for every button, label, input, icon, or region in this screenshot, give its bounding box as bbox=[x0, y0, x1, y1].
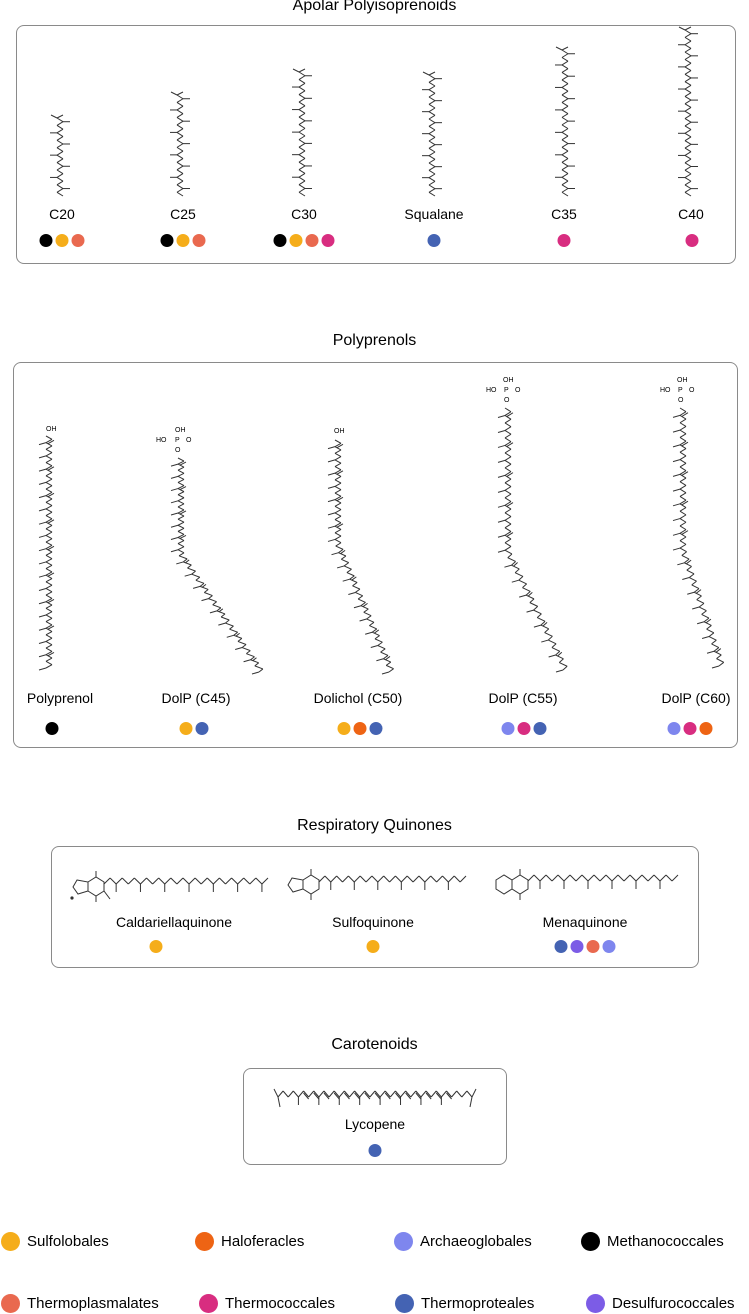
legend-label: Methanococcales bbox=[607, 1233, 724, 1250]
mol-label-sulfoquinone: Sulfoquinone bbox=[332, 914, 414, 930]
section-title-polyprenols: Polyprenols bbox=[332, 332, 417, 349]
species-dot-archaeoglobales bbox=[501, 722, 515, 735]
mol-label-lycopene: Lycopene bbox=[344, 1116, 406, 1132]
legend-item-haloferacles: Haloferacles bbox=[195, 1232, 304, 1251]
legend-item-sulfolobales: Sulfolobales bbox=[1, 1232, 109, 1251]
mol-label-caldariellaquinone: Caldariellaquinone bbox=[116, 914, 232, 930]
mol-label-c25: C25 bbox=[170, 206, 196, 222]
section-title-carotenoids: Carotenoids bbox=[331, 1036, 418, 1053]
species-dot-sulfolobales bbox=[176, 234, 190, 247]
species-dot-archaeoglobales bbox=[602, 940, 616, 953]
dots-c40 bbox=[685, 234, 699, 247]
legend-dot bbox=[394, 1232, 413, 1251]
mol-label-c40: C40 bbox=[678, 206, 704, 222]
mol-label-menaquinone: Menaquinone bbox=[542, 914, 628, 930]
legend-dot bbox=[586, 1294, 605, 1313]
dots-lycopene bbox=[368, 1144, 382, 1157]
mol-label-squalane: Squalane bbox=[404, 206, 464, 222]
legend-item-desulfurococcales: Desulfurococcales bbox=[586, 1294, 735, 1313]
species-dot-thermococcales bbox=[321, 234, 335, 247]
dots-c20 bbox=[39, 234, 85, 247]
species-dot-thermoproteales bbox=[554, 940, 568, 953]
species-dot-methanococcales bbox=[160, 234, 174, 247]
section-title-quinones: Respiratory Quinones bbox=[297, 817, 452, 834]
mol-label-dolp-c45: DolP (C45) bbox=[161, 690, 231, 706]
quinones-box bbox=[51, 846, 699, 968]
dots-c30 bbox=[273, 234, 335, 247]
legend-label: Sulfolobales bbox=[27, 1233, 109, 1250]
species-dot-thermoplasmalates bbox=[586, 940, 600, 953]
species-dot-thermoplasmalates bbox=[71, 234, 85, 247]
legend-dot bbox=[195, 1232, 214, 1251]
legend-label: Desulfurococcales bbox=[612, 1295, 735, 1312]
legend-label: Thermococcales bbox=[225, 1295, 336, 1312]
species-dot-thermococcales bbox=[517, 722, 531, 735]
species-dot-thermoproteales bbox=[368, 1144, 382, 1157]
species-dot-sulfolobales bbox=[179, 722, 193, 735]
legend-dot bbox=[1, 1232, 20, 1251]
legend-dot bbox=[395, 1294, 414, 1313]
mol-label-dolp-c60: DolP (C60) bbox=[661, 690, 731, 706]
legend-item-thermoproteales: Thermoproteales bbox=[395, 1294, 534, 1313]
legend-label: Archaeoglobales bbox=[420, 1233, 532, 1250]
polyprenols-box bbox=[13, 362, 738, 748]
dots-polyprenol bbox=[45, 722, 59, 735]
legend-item-archaeoglobales: Archaeoglobales bbox=[394, 1232, 532, 1251]
mol-label-polyprenol: Polyprenol bbox=[26, 690, 94, 706]
dots-squalane bbox=[427, 234, 441, 247]
species-dot-sulfolobales bbox=[337, 722, 351, 735]
carotenoids-box bbox=[243, 1068, 507, 1165]
species-dot-desulfurococcales bbox=[570, 940, 584, 953]
legend-label: Haloferacles bbox=[221, 1233, 305, 1250]
legend-item-methanococcales: Methanococcales bbox=[581, 1232, 724, 1251]
mol-label-c30: C30 bbox=[291, 206, 317, 222]
species-dot-thermoproteales bbox=[369, 722, 383, 735]
dots-caldariellaquinone bbox=[149, 940, 163, 953]
section-title-apolar: Apolar Polyisoprenoids bbox=[292, 0, 457, 14]
species-dot-methanococcales bbox=[273, 234, 287, 247]
legend-item-thermoplasmalates: Thermoplasmalates bbox=[1, 1294, 159, 1313]
apolar-box bbox=[16, 25, 736, 264]
species-dot-haloferacles bbox=[699, 722, 713, 735]
species-dot-thermoproteales bbox=[195, 722, 209, 735]
dots-dolp-c45 bbox=[179, 722, 209, 735]
dots-c35 bbox=[557, 234, 571, 247]
species-dot-thermococcales bbox=[683, 722, 697, 735]
dots-menaquinone bbox=[554, 940, 616, 953]
legend-dot bbox=[1, 1294, 20, 1313]
species-dot-sulfolobales bbox=[289, 234, 303, 247]
species-dot-sulfolobales bbox=[149, 940, 163, 953]
species-dot-thermococcales bbox=[685, 234, 699, 247]
mol-label-c20: C20 bbox=[49, 206, 75, 222]
species-dot-sulfolobales bbox=[55, 234, 69, 247]
mol-label-dolichol-c50: Dolichol (C50) bbox=[313, 690, 403, 706]
species-dot-sulfolobales bbox=[366, 940, 380, 953]
species-dot-thermoproteales bbox=[427, 234, 441, 247]
legend-label: Thermoproteales bbox=[421, 1295, 535, 1312]
species-dot-archaeoglobales bbox=[667, 722, 681, 735]
species-dot-thermoplasmalates bbox=[192, 234, 206, 247]
mol-label-c35: C35 bbox=[551, 206, 577, 222]
species-dot-thermoplasmalates bbox=[305, 234, 319, 247]
species-dot-haloferacles bbox=[353, 722, 367, 735]
legend-dot bbox=[199, 1294, 218, 1313]
species-dot-methanococcales bbox=[45, 722, 59, 735]
dots-sulfoquinone bbox=[366, 940, 380, 953]
dots-dolp-c60 bbox=[667, 722, 713, 735]
dots-dolp-c55 bbox=[501, 722, 547, 735]
dots-c25 bbox=[160, 234, 206, 247]
species-dot-methanococcales bbox=[39, 234, 53, 247]
legend-item-thermococcales: Thermococcales bbox=[199, 1294, 335, 1313]
species-dot-thermoproteales bbox=[533, 722, 547, 735]
mol-label-dolp-c55: DolP (C55) bbox=[488, 690, 558, 706]
legend-label: Thermoplasmalates bbox=[27, 1295, 159, 1312]
dots-dolichol-c50 bbox=[337, 722, 383, 735]
legend-dot bbox=[581, 1232, 600, 1251]
species-dot-thermococcales bbox=[557, 234, 571, 247]
